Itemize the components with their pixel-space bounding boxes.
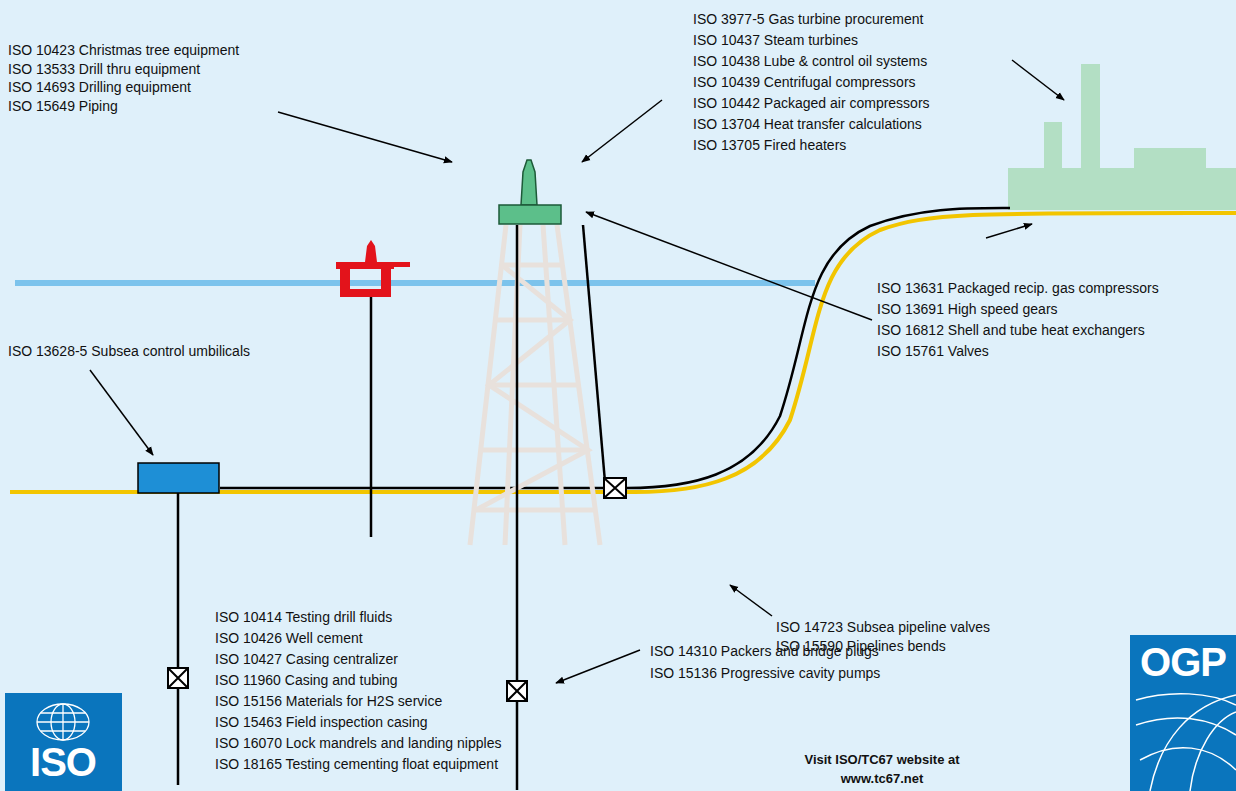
- jacket-structure: [470, 225, 600, 545]
- standard-label: ISO 10442 Packaged air compressors: [693, 96, 930, 110]
- subsea-well: [177, 493, 180, 785]
- derrick: [521, 160, 537, 205]
- logo-text: ISO: [30, 742, 96, 782]
- standard-label: ISO 13691 High speed gears: [877, 302, 1058, 316]
- website-note: Visit ISO/TC67 website at: [804, 753, 959, 766]
- valve-symbol: [168, 478, 626, 701]
- standard-label: ISO 15136 Progressive cavity pumps: [650, 666, 880, 680]
- standard-label: ISO 11960 Casing and tubing: [215, 673, 398, 687]
- standard-label: ISO 13533 Drill thru equipment: [8, 62, 200, 76]
- standard-label: ISO 13705 Fired heaters: [693, 138, 846, 152]
- standard-label: ISO 13628-5 Subsea control umbilicals: [8, 344, 250, 358]
- standard-label: ISO 16070 Lock mandrels and landing nipp…: [215, 736, 501, 750]
- website-url: www.tc67.net: [841, 772, 924, 785]
- platform-deck: [499, 205, 561, 224]
- standard-label: ISO 10426 Well cement: [215, 631, 363, 645]
- standard-label: ISO 18165 Testing cementing float equipm…: [215, 757, 498, 771]
- riser: [583, 225, 605, 482]
- standard-label: ISO 10439 Centrifugal compressors: [693, 75, 916, 89]
- standard-label: ISO 15463 Field inspection casing: [215, 715, 427, 729]
- standard-label: ISO 15156 Materials for H2S service: [215, 694, 442, 708]
- standard-label: ISO 13704 Heat transfer calculations: [693, 117, 922, 131]
- semi-sub-well: [370, 297, 373, 537]
- standard-label: ISO 16812 Shell and tube heat exchangers: [877, 323, 1145, 337]
- standard-label: ISO 14723 Subsea pipeline valves: [776, 620, 990, 634]
- standard-label: ISO 15649 Piping: [8, 99, 118, 113]
- iso-logo: [5, 693, 122, 791]
- standard-label: ISO 10414 Testing drill fluids: [215, 610, 392, 624]
- well-line: [516, 225, 519, 790]
- iso-globe: [37, 704, 89, 740]
- sea-surface: [15, 280, 815, 286]
- standard-label: ISO 10438 Lube & control oil systems: [693, 54, 927, 68]
- standard-label: ISO 14310 Packers and bridge plugs: [650, 644, 879, 658]
- standard-label: ISO 14693 Drilling equipment: [8, 80, 191, 94]
- logo-text: OGP: [1140, 642, 1226, 682]
- standard-label: ISO 13631 Packaged recip. gas compressor…: [877, 281, 1159, 295]
- pipeline: [220, 208, 1010, 488]
- subsea-template: [138, 463, 219, 493]
- leader-arrow: [90, 60, 1064, 683]
- standard-label: ISO 3977-5 Gas turbine procurement: [693, 12, 923, 26]
- refinery: [1008, 64, 1236, 210]
- ogp-globe: [1136, 694, 1236, 791]
- ogp-logo: [1130, 635, 1236, 791]
- standard-label: ISO 10423 Christmas tree equipment: [8, 43, 239, 57]
- standard-label: ISO 15761 Valves: [877, 344, 989, 358]
- semi-submersible: [336, 240, 410, 297]
- standard-label: ISO 10427 Casing centralizer: [215, 652, 398, 666]
- standard-label: ISO 10437 Steam turbines: [693, 33, 858, 47]
